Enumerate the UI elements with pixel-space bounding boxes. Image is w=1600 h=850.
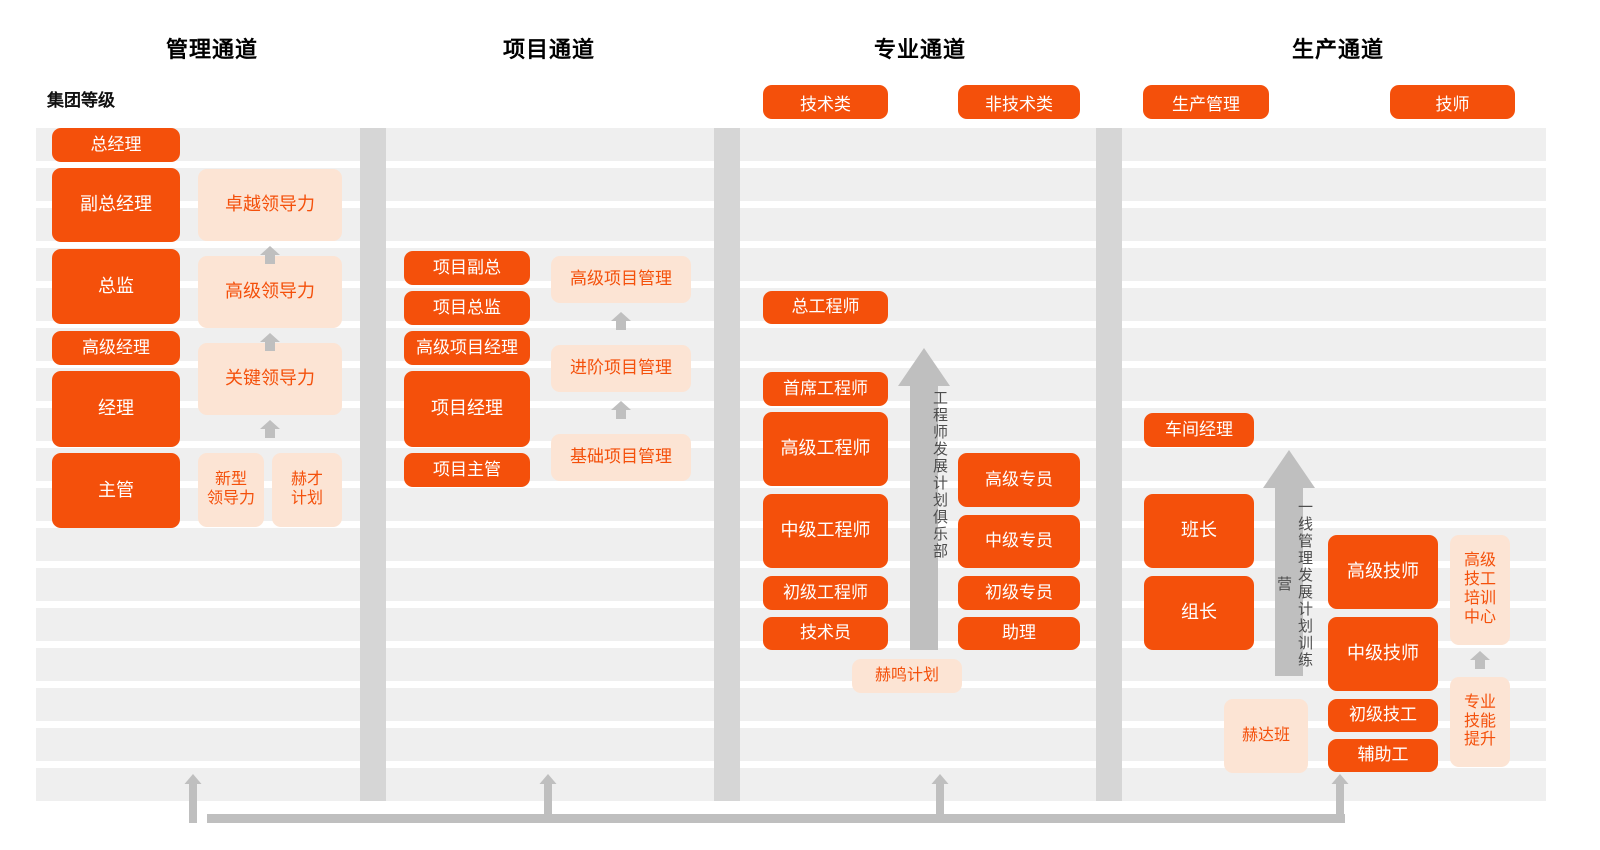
channel-title-2: 专业通道 [873, 37, 967, 62]
tech-position-5[interactable]: 技术员 [763, 617, 888, 650]
mgmt-position-3[interactable]: 高级经理 [52, 331, 180, 365]
nontech-position-3[interactable]: 助理 [958, 617, 1080, 650]
frontline-management-camp-arrow: 一线管理发展计划训练营 [1263, 450, 1315, 676]
channel-title-3: 生产通道 [1291, 37, 1385, 62]
up-arrow-icon-mgmt-0 [259, 245, 281, 265]
mgmt-program-3[interactable]: 新型 领导力 [198, 453, 264, 527]
tech-position-4[interactable]: 初级工程师 [763, 576, 888, 610]
nontech-position-2[interactable]: 初级专员 [958, 576, 1080, 610]
proj-position-0[interactable]: 项目副总 [404, 251, 530, 285]
technician-position-2[interactable]: 初级技工 [1328, 699, 1438, 732]
grid-row [36, 768, 1546, 801]
prod-program-0[interactable]: 赫达班 [1224, 699, 1308, 773]
grid-row [36, 688, 1546, 721]
mgmt-position-4[interactable]: 经理 [52, 371, 180, 447]
prof-program-0[interactable]: 赫鸣计划 [852, 659, 962, 693]
proj-position-4[interactable]: 项目主管 [404, 453, 530, 487]
up-arrow-icon-proj-3 [610, 311, 632, 331]
tech-position-2[interactable]: 高级工程师 [763, 412, 888, 486]
column-divider [1096, 128, 1122, 801]
subcategory-badge-3[interactable]: 技师 [1390, 85, 1515, 119]
frontline-management-camp-label: 一线管理发展计划训练营 [1275, 499, 1313, 669]
tech-position-1[interactable]: 首席工程师 [763, 372, 888, 406]
grade-axis-label: 集团等级 [47, 91, 115, 110]
proj-position-3[interactable]: 项目经理 [404, 371, 530, 447]
channel-title-1: 项目通道 [502, 37, 596, 62]
mgmt-position-1[interactable]: 副总经理 [52, 168, 180, 242]
proj-program-1[interactable]: 进阶项目管理 [551, 345, 691, 392]
up-arrow-icon-mgmt-2 [259, 419, 281, 439]
mgmt-program-0[interactable]: 卓越领导力 [198, 169, 342, 241]
prod-position-0[interactable]: 车间经理 [1144, 413, 1254, 447]
engineer-development-club-arrow: 工程师发展计划俱乐部 [898, 348, 950, 650]
technician-position-1[interactable]: 中级技师 [1328, 617, 1438, 691]
proj-program-2[interactable]: 基础项目管理 [551, 434, 691, 481]
subcategory-badge-0[interactable]: 技术类 [763, 85, 888, 119]
column-divider [714, 128, 740, 801]
proj-position-2[interactable]: 高级项目经理 [404, 331, 530, 365]
prod-program-1[interactable]: 高级 技工 培训 中心 [1450, 535, 1510, 645]
channel-title-0: 管理通道 [165, 37, 259, 62]
subcategory-badge-2[interactable]: 生产管理 [1143, 85, 1269, 119]
up-arrow-icon-prod-5 [1469, 650, 1491, 670]
technician-position-0[interactable]: 高级技师 [1328, 535, 1438, 609]
column-divider [360, 128, 386, 801]
grid-row [36, 728, 1546, 761]
subcategory-badge-1[interactable]: 非技术类 [958, 85, 1080, 119]
tech-position-3[interactable]: 中级工程师 [763, 494, 888, 568]
proj-position-1[interactable]: 项目总监 [404, 291, 530, 325]
mgmt-program-2[interactable]: 关键领导力 [198, 343, 342, 415]
mgmt-program-1[interactable]: 高级领导力 [198, 256, 342, 328]
prod-program-2[interactable]: 专业 技能 提升 [1450, 677, 1510, 767]
connector-bar [207, 814, 1345, 823]
prod-position-1[interactable]: 班长 [1144, 494, 1254, 568]
grid-row [36, 648, 1546, 681]
mgmt-position-0[interactable]: 总经理 [52, 128, 180, 162]
prod-position-2[interactable]: 组长 [1144, 576, 1254, 650]
up-arrow-icon-proj-4 [610, 400, 632, 420]
nontech-position-0[interactable]: 高级专员 [958, 453, 1080, 507]
tech-position-0[interactable]: 总工程师 [763, 291, 888, 324]
engineer-development-club-label: 工程师发展计划俱乐部 [931, 390, 948, 560]
mgmt-position-5[interactable]: 主管 [52, 453, 180, 528]
mgmt-program-4[interactable]: 赫才 计划 [272, 453, 342, 527]
proj-program-0[interactable]: 高级项目管理 [551, 256, 691, 303]
up-arrow-icon-mgmt-1 [259, 332, 281, 352]
technician-position-3[interactable]: 辅助工 [1328, 739, 1438, 772]
mgmt-position-2[interactable]: 总监 [52, 249, 180, 324]
grid-row [36, 128, 1546, 161]
nontech-position-1[interactable]: 中级专员 [958, 515, 1080, 568]
